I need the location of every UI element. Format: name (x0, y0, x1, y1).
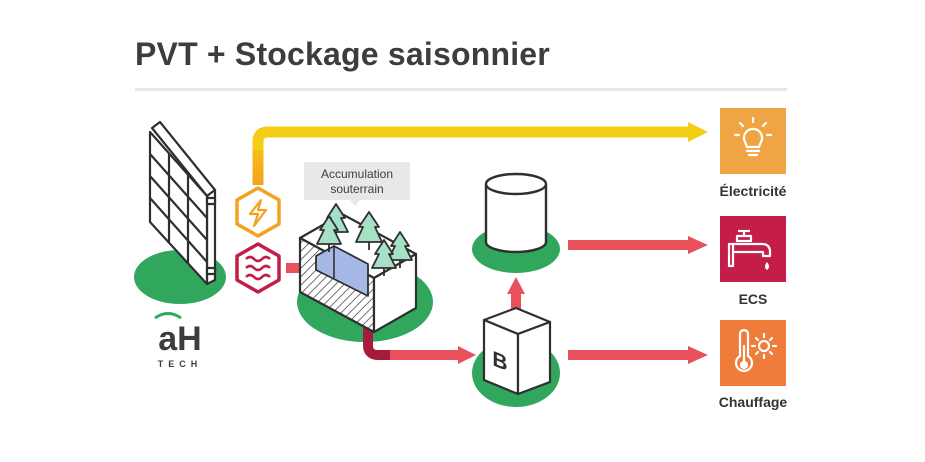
output-label-electricity: Électricité (719, 183, 787, 199)
callout-line-1: Accumulation (321, 167, 393, 181)
heat-flow-boiler-to-heating (568, 346, 708, 364)
tree-icon (387, 231, 413, 268)
title-divider (135, 88, 787, 91)
thermometer-sun-icon (734, 328, 778, 373)
electric-hexagon-icon (235, 186, 281, 238)
boiler-icon (482, 306, 552, 396)
pvt-panel-icon (148, 120, 217, 286)
heat-flow-storage-to-boiler (363, 300, 476, 364)
storage-callout: Accumulation souterrain (304, 162, 410, 206)
lightbulb-icon (733, 116, 773, 157)
page-title: PVT + Stockage saisonnier (135, 36, 550, 72)
tree-icon (316, 215, 342, 252)
aheat-tech-logo: aH TECH (154, 312, 203, 369)
output-label-heating: Chauffage (718, 394, 788, 410)
faucet-icon (727, 229, 772, 268)
water-drop-icon (765, 262, 769, 270)
tree-icons (316, 203, 413, 276)
logo-letters: aH (158, 320, 201, 358)
output-label-ecs: ECS (738, 291, 768, 307)
callout-line-2: souterrain (330, 182, 383, 196)
output-heating-tile (720, 320, 786, 386)
boiler-letter: B (492, 346, 507, 376)
output-ecs-tile (720, 216, 786, 282)
logo-subtitle: TECH (158, 359, 203, 369)
electricity-flow-arrow (252, 122, 708, 185)
heat-flow-tank-to-ecs (568, 236, 708, 254)
tree-icon (355, 211, 383, 250)
thermal-hexagon-icon (235, 242, 281, 294)
output-electricity-tile (720, 108, 786, 174)
tree-icon (371, 239, 397, 276)
hot-water-tank-icon (484, 172, 548, 254)
